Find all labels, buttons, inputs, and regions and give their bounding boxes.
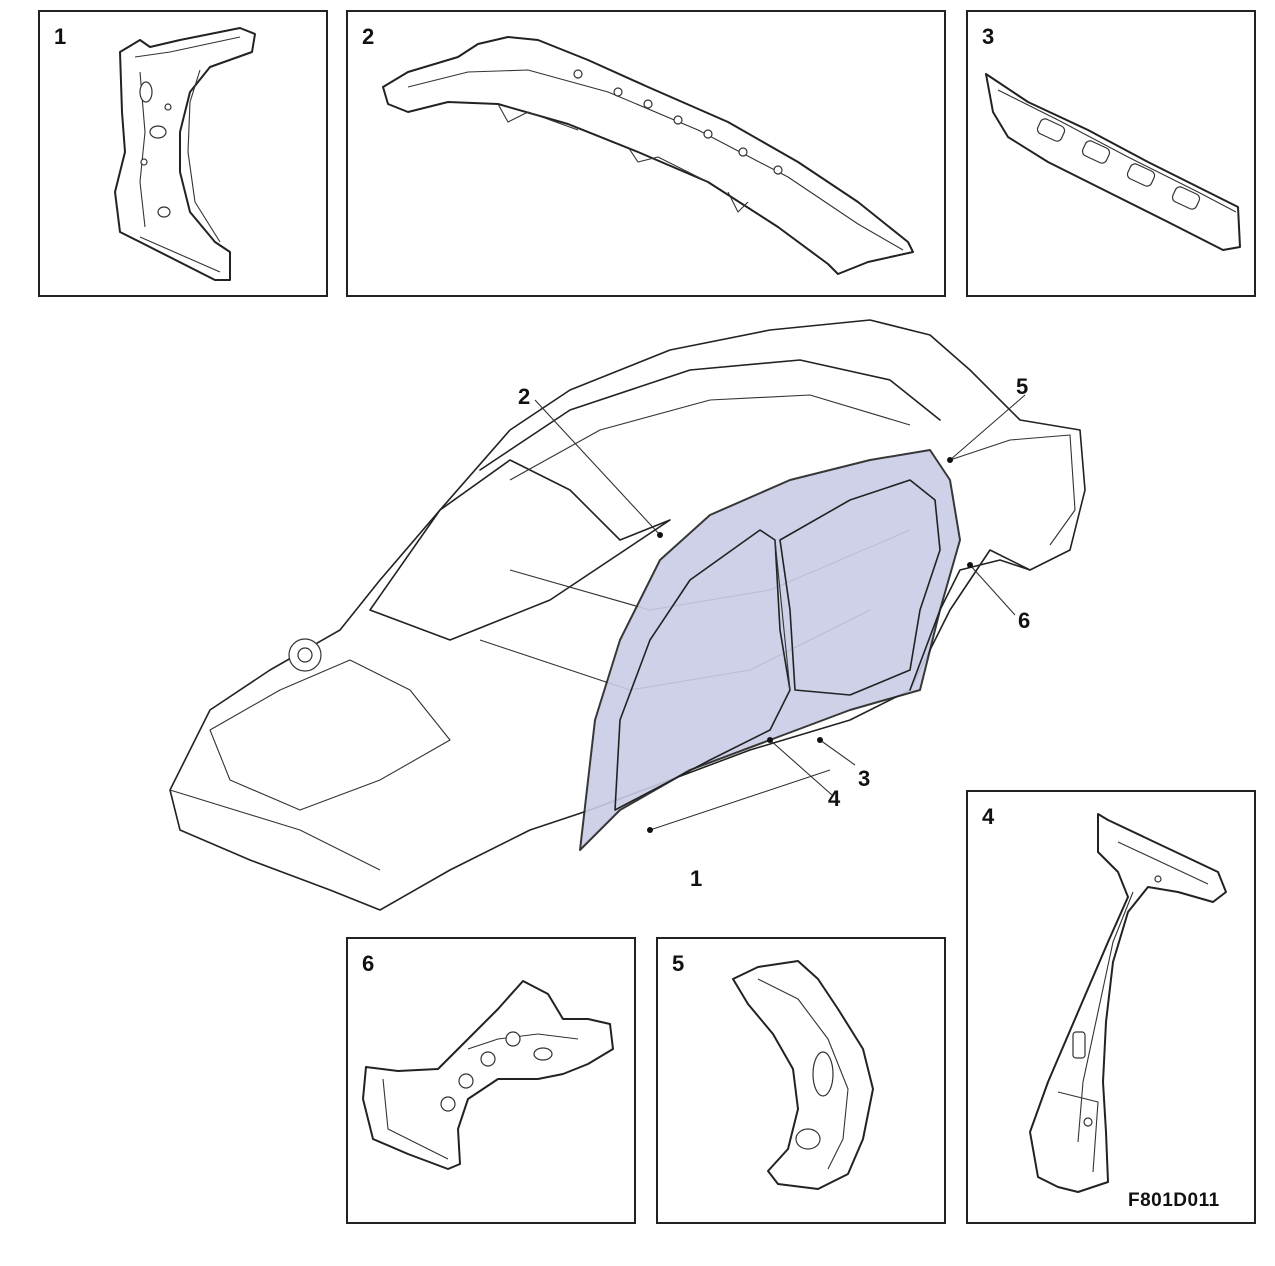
panel-4-number: 4 bbox=[982, 804, 995, 829]
panel-6-number: 6 bbox=[362, 951, 375, 976]
panel-4-b-pillar: 4 bbox=[966, 790, 1256, 1224]
panel-2-roof-rail: 2 bbox=[346, 10, 946, 297]
panel-1-a-pillar: 1 bbox=[38, 10, 328, 297]
a-pillar-drawing bbox=[114, 27, 256, 281]
panel-5-c-pillar-inner: 5 bbox=[656, 937, 946, 1224]
figure-code-label: F801D011 bbox=[1128, 1190, 1220, 1211]
panel-2-number: 2 bbox=[362, 24, 375, 49]
panel-5-number: 5 bbox=[672, 951, 685, 976]
sill-reinforcement-drawing bbox=[985, 73, 1241, 251]
callout-6: 6 bbox=[1018, 608, 1031, 633]
panel-3-sill-reinforcement: 3 bbox=[966, 10, 1256, 297]
callout-4: 4 bbox=[828, 786, 841, 811]
callout-3: 3 bbox=[858, 766, 871, 791]
b-pillar-drawing bbox=[1029, 813, 1227, 1193]
panel-3-number: 3 bbox=[982, 24, 995, 49]
callout-1: 1 bbox=[690, 866, 703, 891]
car-body-shell-drawing bbox=[169, 319, 1086, 911]
panel-1-number: 1 bbox=[54, 24, 67, 49]
callout-2: 2 bbox=[518, 384, 531, 409]
roof-rail-drawing bbox=[382, 36, 914, 275]
rear-wheelhouse-drawing bbox=[362, 980, 614, 1170]
c-pillar-inner-drawing bbox=[732, 960, 874, 1190]
panel-6-rear-wheelhouse: 6 bbox=[346, 937, 636, 1224]
callout-5: 5 bbox=[1016, 374, 1029, 399]
